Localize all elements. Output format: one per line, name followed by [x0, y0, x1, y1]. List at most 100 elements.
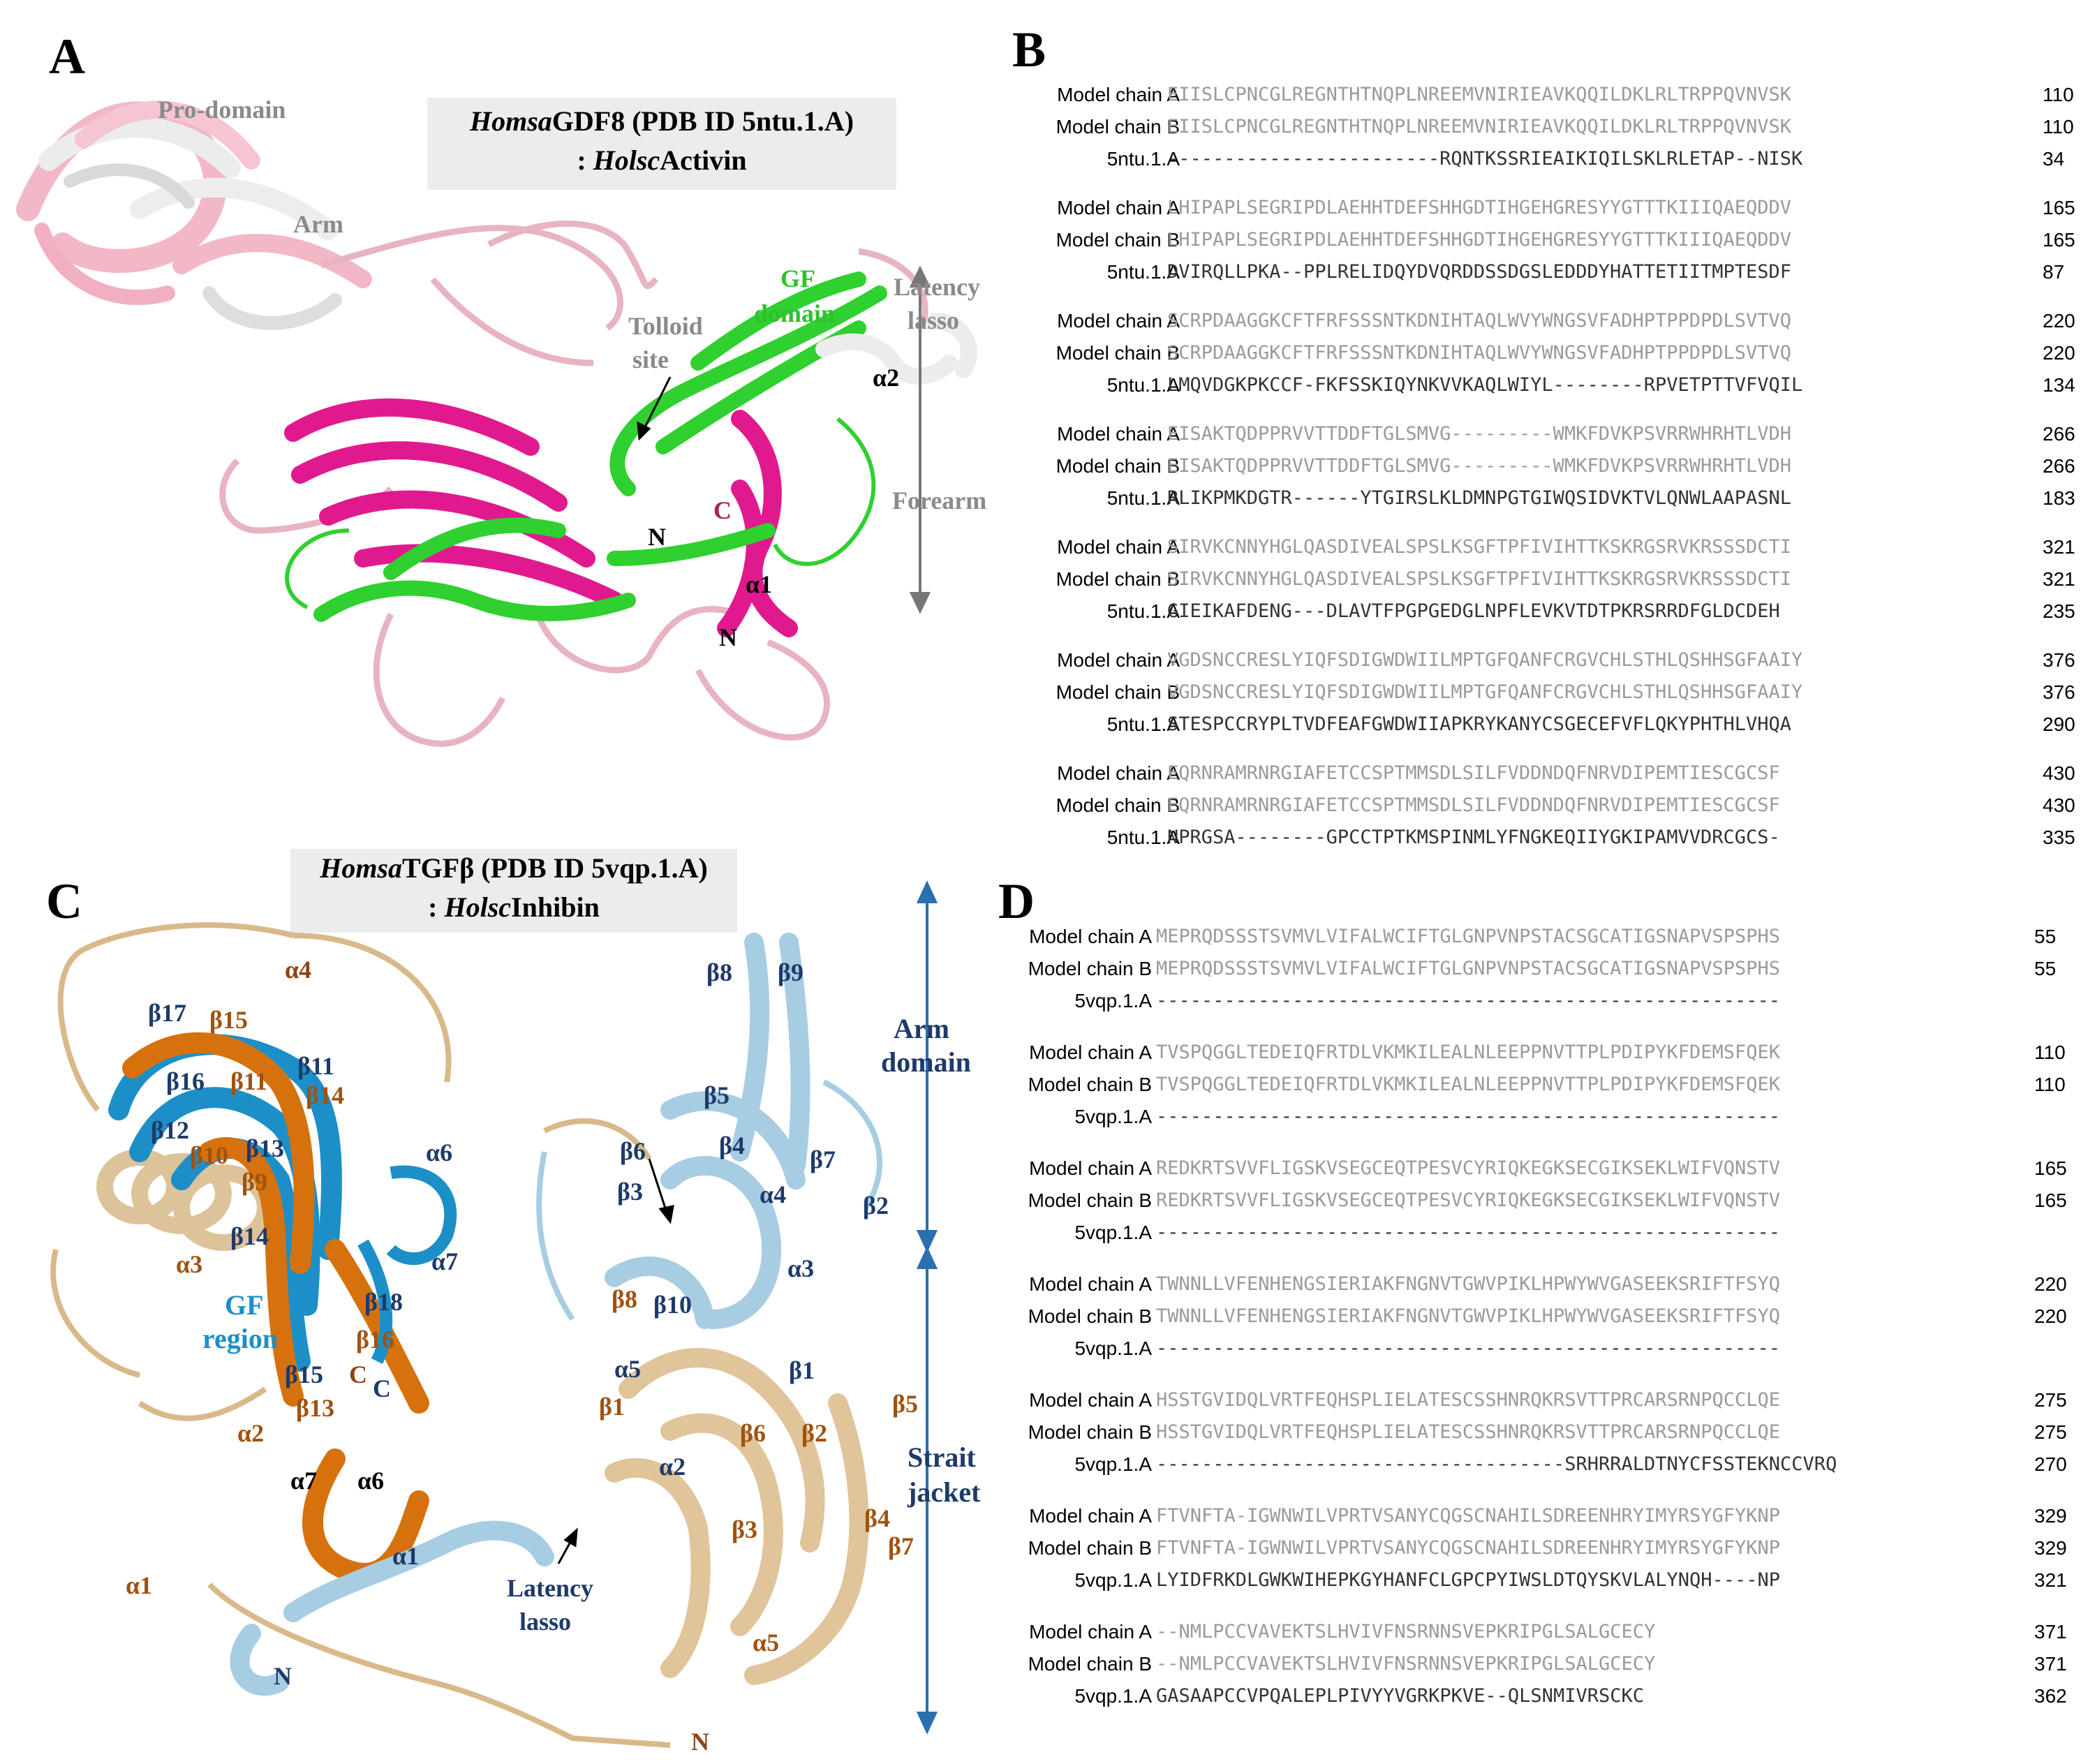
- row-name: Model chain B: [1056, 794, 1180, 816]
- c-b2: β2: [863, 1192, 889, 1220]
- row-name: Model chain B: [1028, 1421, 1152, 1443]
- c-b18: β18: [364, 1288, 403, 1316]
- row-name: 5ntu.1.A: [1106, 261, 1180, 283]
- gf-region-orange: [122, 1032, 429, 1584]
- sequence-line: SIRVKCNNYHGLQASDIVEALSPSLKSGFTPFIVIHTTKS…: [1167, 536, 1792, 558]
- row-name: Model chain A: [1029, 926, 1152, 947]
- sequence-line: TWNNLLVFENHENGSIERIAKFNGNVTGWVPIKLHPWYWV…: [1156, 1273, 1781, 1295]
- sequence-line: LHIPAPLSEGRIPDLAEHHTDEFSHHGDTIHGEHGRESYY…: [1167, 229, 1792, 251]
- c-b8: β8: [706, 958, 732, 986]
- c-b14n: β14: [230, 1222, 269, 1250]
- residue-number: 220: [2043, 342, 2075, 364]
- c-b10n: β10: [653, 1291, 692, 1319]
- c-a2n: α2: [659, 1453, 686, 1481]
- row-name: Model chain B: [1028, 1537, 1152, 1559]
- row-name: Model chain A: [1029, 1042, 1152, 1063]
- sequence-line: ------------------------RQNTKSSRIEAIKIQI…: [1167, 148, 1803, 170]
- row-name: Model chain B: [1028, 1653, 1152, 1675]
- row-name: Model chain B: [1056, 568, 1180, 590]
- arm-domain-lightblue: [230, 933, 810, 1696]
- latency-lasso-label-1: Latency: [894, 273, 980, 301]
- residue-number: 110: [2034, 1074, 2066, 1095]
- residue-number: 371: [2034, 1621, 2067, 1643]
- c-b4o: β4: [864, 1504, 890, 1532]
- row-name: Model chain A: [1029, 1273, 1152, 1295]
- row-name: Model chain B: [1028, 1305, 1152, 1327]
- panel-c-structure: [50, 880, 938, 1748]
- residue-number: 430: [2043, 762, 2075, 784]
- c-b1n: β1: [789, 1356, 815, 1384]
- c-b6: β6: [620, 1137, 646, 1165]
- row-name: Model chain B: [1028, 1074, 1152, 1095]
- sequence-line: ----------------------------------------…: [1156, 1337, 1781, 1359]
- residue-number: 329: [2034, 1505, 2067, 1527]
- sequence-line: EQRNRAMRNRGIAFETCCSPTMMSDLSILFVDDNDQFNRV…: [1167, 794, 1780, 816]
- residue-number: 266: [2043, 423, 2075, 445]
- residue-number: 165: [2043, 197, 2075, 218]
- c-b15n: β15: [285, 1361, 323, 1388]
- c-a1o: α1: [126, 1571, 153, 1599]
- sequence-line: REDKRTSVVFLIGSKVSEGCEQTPESVCYRIQKEGKSECG…: [1156, 1157, 1781, 1179]
- sequence-line: GASAAPCCVPQALEPLPIVYYVGRKPKVE--QLSNMIVRS…: [1156, 1685, 1644, 1707]
- residue-number: 430: [2043, 794, 2075, 816]
- c-a1n: α1: [392, 1542, 420, 1570]
- gf-domain-label-1: GF: [780, 265, 815, 292]
- row-name: Model chain B: [1056, 342, 1180, 364]
- c-a7o: α7: [290, 1467, 318, 1495]
- row-name: Model chain A: [1057, 649, 1180, 671]
- residue-number: 235: [2043, 600, 2075, 622]
- c-a6: α6: [426, 1139, 453, 1166]
- c-b5: β5: [704, 1081, 730, 1109]
- row-name: Model chain A: [1029, 1157, 1152, 1179]
- c-b5o: β5: [892, 1390, 918, 1418]
- c-b7: β7: [810, 1146, 836, 1173]
- latency-helix: [815, 313, 977, 385]
- forearm-arrow: [909, 265, 931, 614]
- panel-d-label: D: [998, 873, 1035, 929]
- c-b1o: β1: [599, 1393, 625, 1421]
- c-b2o: β2: [801, 1419, 827, 1447]
- row-name: Model chain B: [1028, 1189, 1152, 1211]
- c-b3: β3: [617, 1178, 643, 1206]
- c-b16o: β16: [356, 1326, 394, 1354]
- c-a5n: α5: [614, 1355, 642, 1383]
- row-name: 5ntu.1.A: [1106, 713, 1180, 735]
- row-name: 5vqp.1.A: [1074, 1685, 1152, 1707]
- sequence-line: MEPRQDSSSTSVMVLVIFALWCIFTGLGNPVNPSTACSGC…: [1156, 926, 1781, 947]
- row-name: Model chain B: [1056, 116, 1180, 138]
- activin-magenta: [284, 398, 798, 637]
- sequence-line: ----------------------------------------…: [1156, 990, 1781, 1011]
- row-name: 5vqp.1.A: [1074, 1106, 1152, 1127]
- panel-a: A HomsaGDF8 (PDB ID 5ntu.1.A) : HolscAct…: [0, 0, 1005, 859]
- sequence-line: EQRNRAMRNRGIAFETCCSPTMMSDLSILFVDDNDQFNRV…: [1167, 762, 1780, 784]
- row-name: Model chain A: [1029, 1621, 1152, 1643]
- row-name: Model chain A: [1029, 1505, 1152, 1527]
- residue-number: 275: [2034, 1389, 2067, 1411]
- sequence-line: EISAKTQDPPRVVTTDDFTGLSMVG---------WMKFDV…: [1167, 455, 1792, 477]
- c-b13o: β13: [296, 1394, 334, 1422]
- residue-number: 376: [2043, 681, 2075, 703]
- c-b12: β12: [151, 1116, 189, 1144]
- panel-c-title: HomsaTGFβ (PDB ID 5vqp.1.A) : HolscInhib…: [290, 849, 737, 933]
- sequence-line: FTVNFTA-IGWNWILVPRTVSANYCQGSCNAHILSDREEN…: [1156, 1537, 1781, 1559]
- c-b7o: β7: [888, 1532, 914, 1560]
- row-name: 5ntu.1.A: [1106, 487, 1180, 509]
- residue-number: 55: [2034, 926, 2057, 947]
- c-b11o: β11: [230, 1067, 267, 1095]
- pro-domain-label: Pro-domain: [158, 96, 286, 124]
- sequence-line: EIISLCPNCGLREGNTHTNQPLNREEMVNIRIEAVKQQIL…: [1167, 116, 1792, 138]
- c-latency1: Latency: [507, 1574, 593, 1602]
- row-name: Model chain B: [1028, 958, 1152, 979]
- residue-number: 321: [2043, 568, 2075, 590]
- residue-number: 266: [2043, 455, 2075, 477]
- c-c1: C: [349, 1361, 367, 1388]
- residue-number: 220: [2043, 310, 2075, 332]
- row-name: Model chain A: [1057, 762, 1180, 784]
- residue-number: 270: [2034, 1453, 2067, 1475]
- residue-number: 55: [2034, 958, 2057, 979]
- residue-number: 371: [2034, 1653, 2067, 1675]
- c-b14o: β14: [306, 1081, 344, 1109]
- residue-number: 321: [2043, 536, 2075, 558]
- row-name: 5vqp.1.A: [1074, 1337, 1152, 1359]
